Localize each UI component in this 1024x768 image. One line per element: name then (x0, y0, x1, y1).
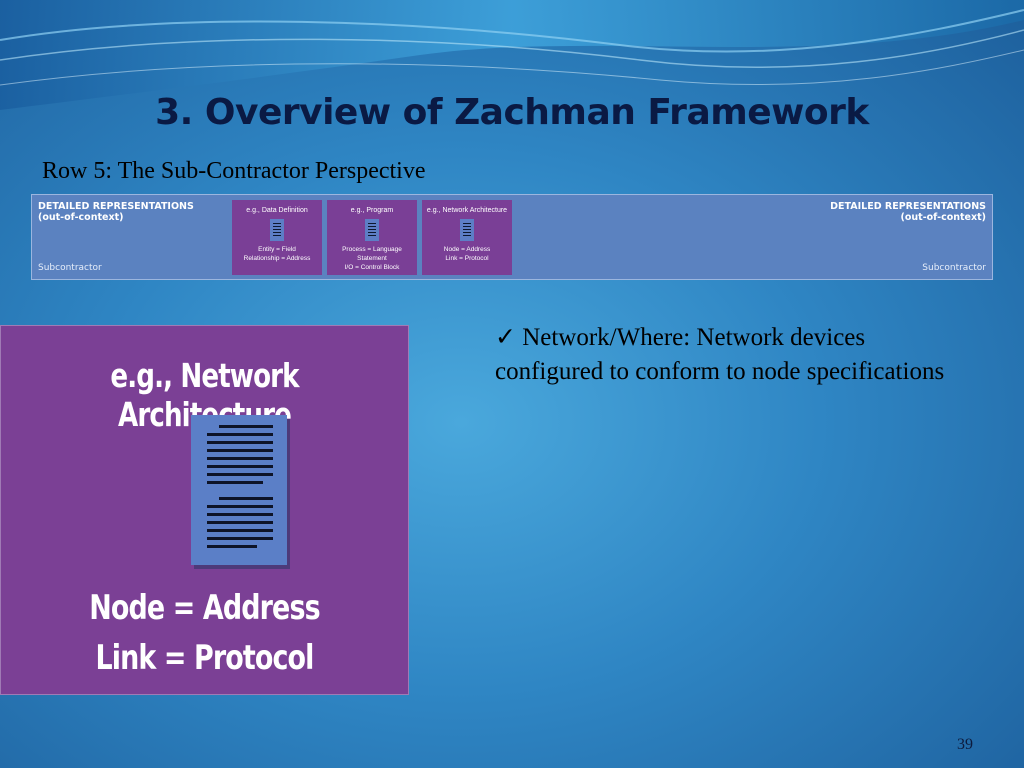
framework-row-strip: DETAILED REPRESENTATIONS (out-of-context… (31, 194, 993, 280)
slide-title: 3. Overview of Zachman Framework (155, 92, 869, 133)
strip-right-heading: DETAILED REPRESENTATIONS (830, 201, 986, 212)
bullet-point: ✓ Network/Where: Network devices configu… (495, 321, 965, 389)
cell-title: e.g., Data Definition (246, 207, 308, 214)
document-icon (191, 415, 287, 565)
strip-left-subheading: (out-of-context) (38, 212, 124, 223)
strip-right-header: DETAILED REPRESENTATIONS (out-of-context… (830, 201, 986, 223)
cell-line: Entity = Field (258, 246, 296, 253)
strip-right-subheading: (out-of-context) (900, 212, 986, 223)
cell-line: I/O = Control Block (344, 264, 400, 271)
bullet-text: Network/Where: Network devices configure… (495, 324, 945, 385)
document-icon (365, 219, 379, 241)
document-icon (270, 219, 284, 241)
cell-line: Node = Address (443, 246, 491, 253)
checkmark-icon: ✓ (495, 324, 516, 351)
strip-cell-data: e.g., Data Definition Entity = Field Rel… (232, 200, 322, 275)
strip-cell-network: e.g., Network Architecture Node = Addres… (422, 200, 512, 275)
strip-left-header: DETAILED REPRESENTATIONS (out-of-context… (38, 201, 194, 223)
cell-title: e.g., Program (350, 207, 394, 214)
cell-title: e.g., Network Architecture (426, 207, 508, 214)
network-architecture-card: e.g., Network Architecture Node = Addres… (0, 325, 409, 695)
card-line-node: Node = Address (89, 588, 320, 628)
strip-left-heading: DETAILED REPRESENTATIONS (38, 201, 194, 212)
strip-left-footer: Subcontractor (38, 263, 102, 273)
header-wave-decoration (0, 0, 1024, 110)
card-line-link: Link = Protocol (95, 638, 314, 678)
cell-line: Relationship = Address (243, 255, 311, 262)
strip-cell-program: e.g., Program Process = Language Stateme… (327, 200, 417, 275)
cell-line: Process = Language Statement (342, 246, 402, 262)
page-number: 39 (957, 736, 973, 753)
slide-subtitle: Row 5: The Sub-Contractor Perspective (42, 158, 426, 184)
cell-line: Link = Protocol (445, 255, 489, 262)
strip-right-footer: Subcontractor (922, 263, 986, 273)
document-icon (460, 219, 474, 241)
